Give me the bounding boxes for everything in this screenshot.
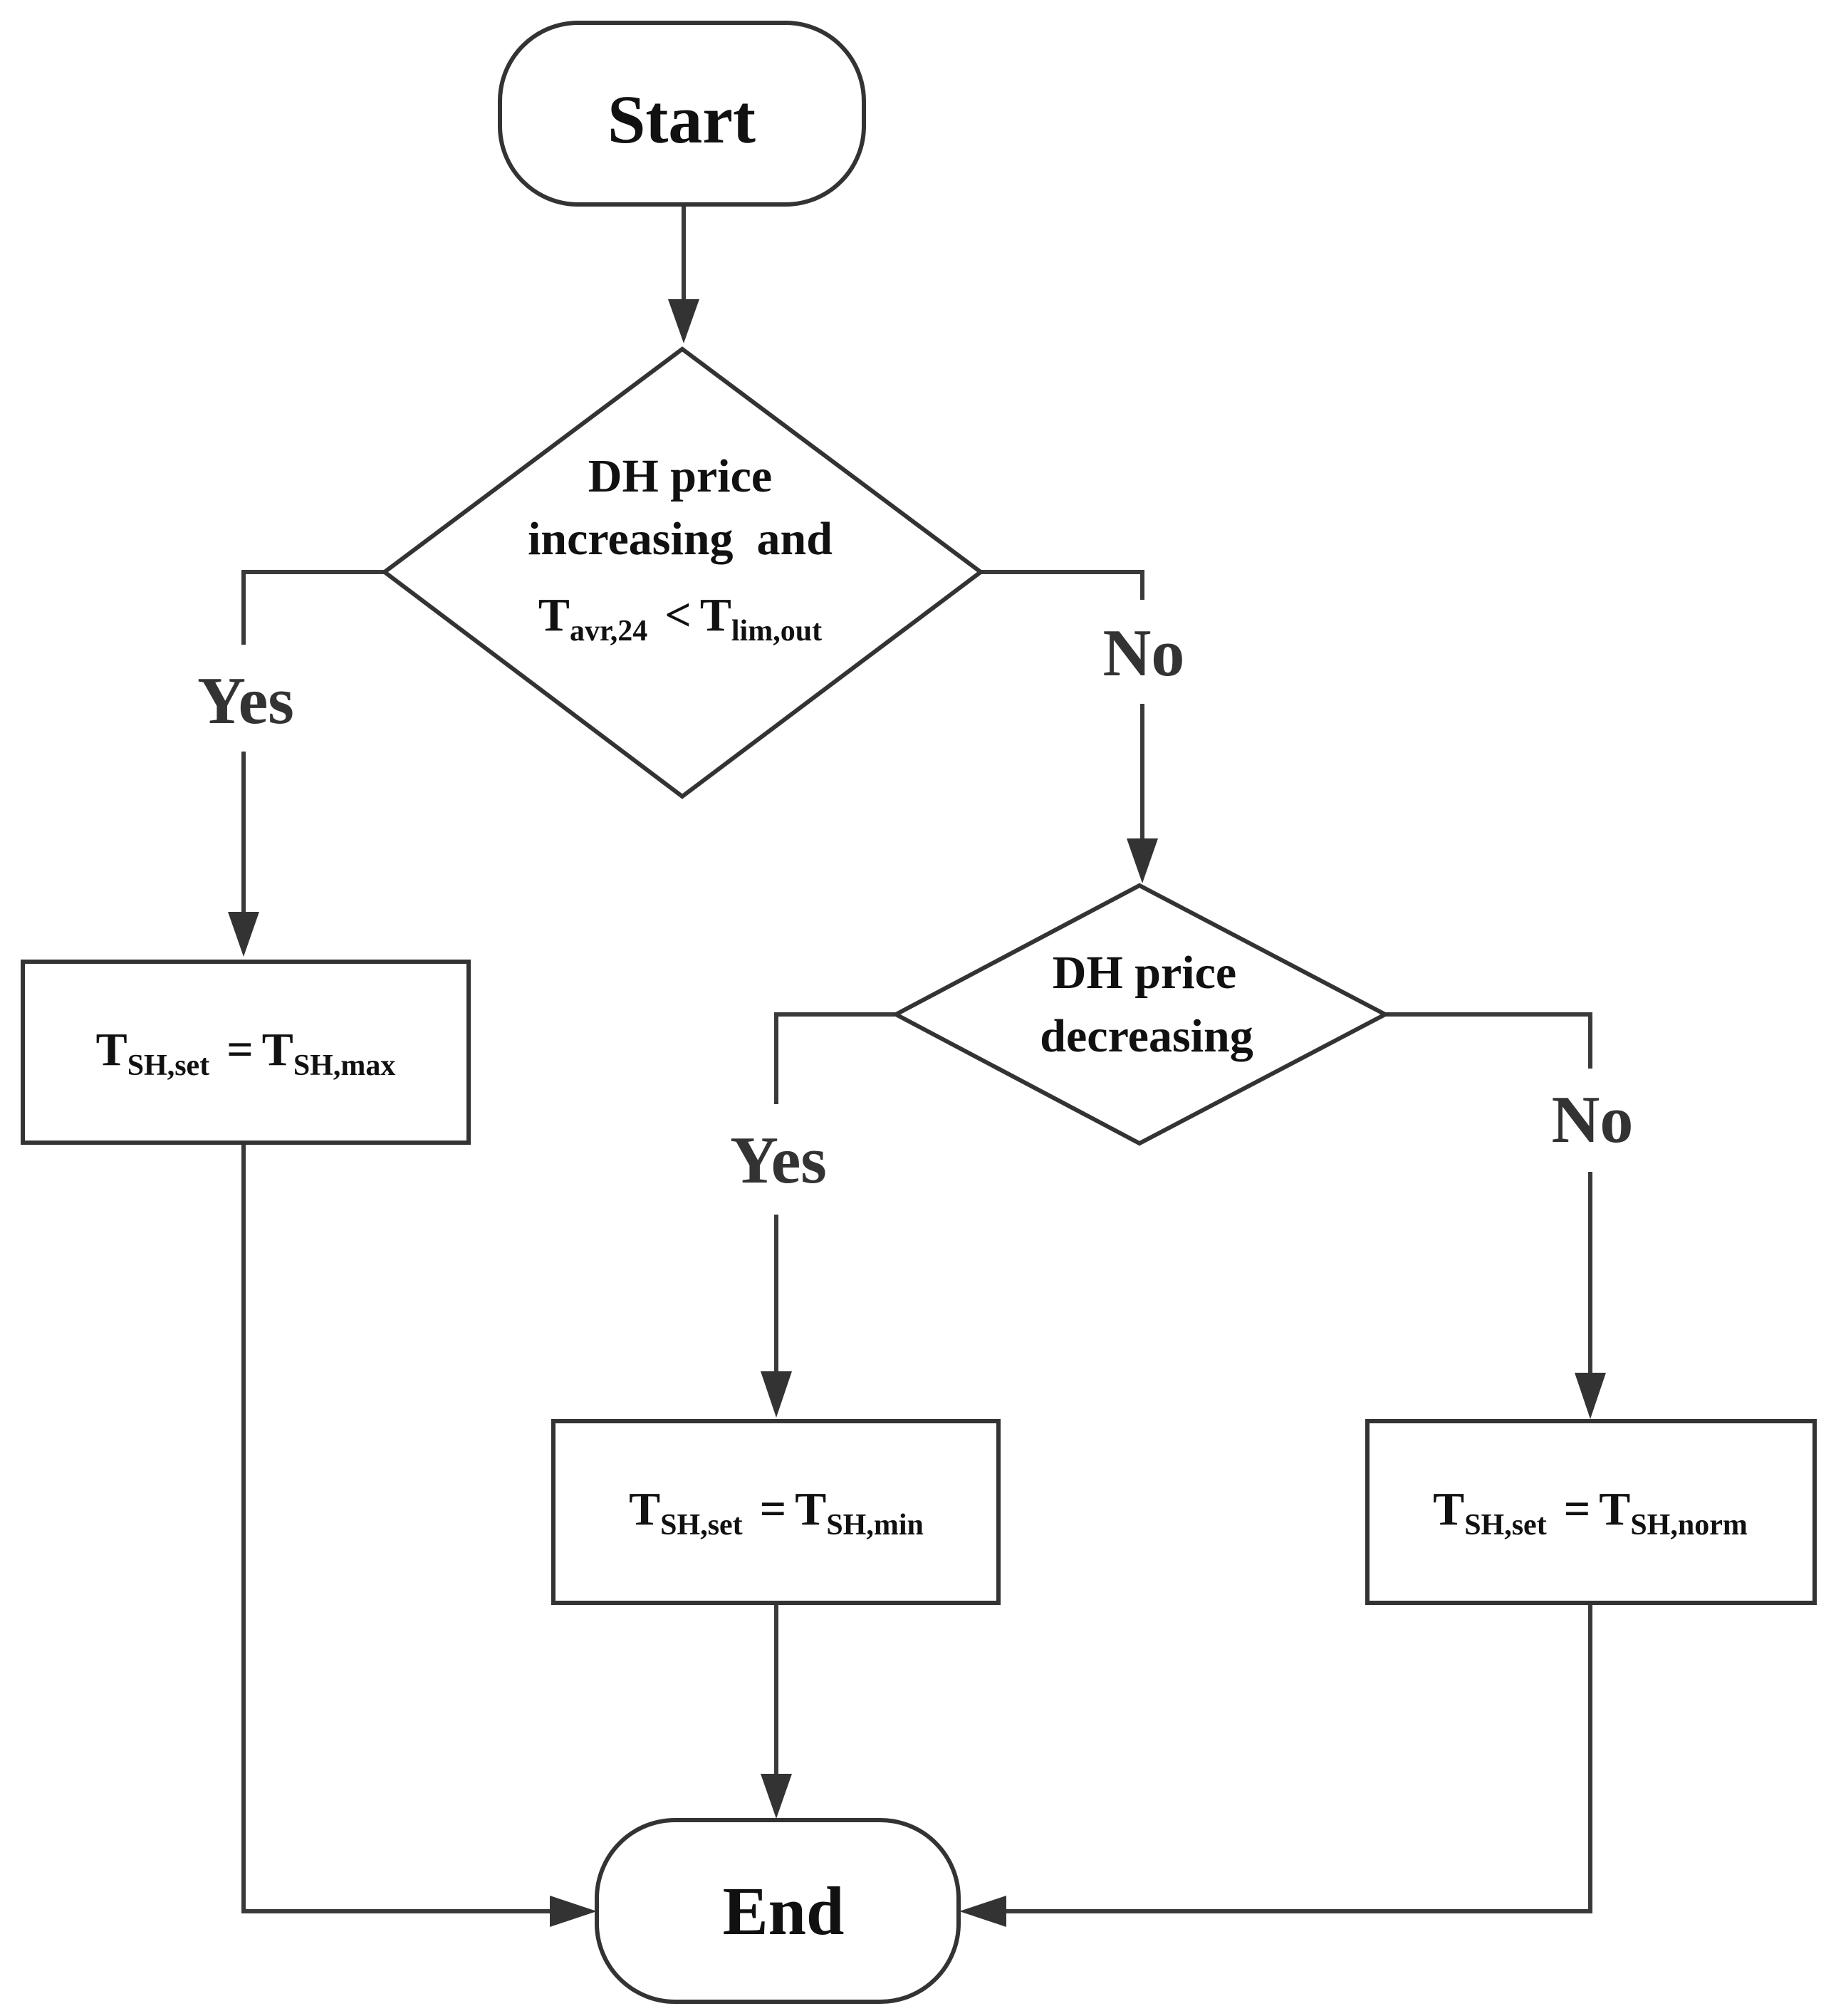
- arrowhead-process-min: [761, 1371, 792, 1418]
- process-min-operator: =: [760, 1483, 787, 1535]
- decision-1: DH price increasing and Tavr,24<Tlim,out: [381, 346, 985, 799]
- decision-2: DH price decreasing: [891, 883, 1390, 1146]
- arrowhead-decision-1: [668, 299, 699, 343]
- connector-decision-2-yes: [774, 1012, 896, 1104]
- start-terminal: Start: [498, 21, 866, 207]
- condition-rhs: T: [700, 589, 731, 641]
- arrowhead-process-max: [228, 912, 259, 957]
- condition-lhs: T: [538, 589, 570, 641]
- connectors: [228, 207, 1606, 1927]
- condition-operator: <: [664, 589, 692, 641]
- process-max: TSH,set=TSH,max: [21, 960, 471, 1145]
- process-max-equation: TSH,set=TSH,max: [96, 1024, 396, 1082]
- end-label: End: [723, 1873, 845, 1949]
- arrowhead-process-norm: [1575, 1373, 1606, 1419]
- process-min-shape: [551, 1419, 1001, 1605]
- connector-decision-2-no: [1385, 1012, 1592, 1069]
- connector-process-norm-to-end: [1001, 1604, 1592, 1913]
- decision-1-no-label: No: [1103, 616, 1185, 690]
- process-max-shape: [21, 960, 471, 1145]
- process-norm: TSH,set=TSH,norm: [1365, 1419, 1817, 1605]
- arrowhead-end-top: [761, 1774, 792, 1819]
- end-shape: [595, 1818, 961, 2004]
- process-min: TSH,set=TSH,min: [551, 1419, 1001, 1605]
- decision-2-line-2: decreasing: [1040, 1010, 1253, 1062]
- arrowhead-decision-2: [1127, 838, 1158, 883]
- condition-rhs-subscript: lim,out: [731, 615, 822, 648]
- decision-2-line-1: DH price: [1053, 947, 1236, 999]
- process-min-rhs-subscript: SH,min: [826, 1509, 924, 1542]
- end-terminal: End: [595, 1818, 961, 2004]
- decision-2-yes-label: Yes: [730, 1123, 827, 1197]
- process-min-lhs-subscript: SH,set: [660, 1509, 743, 1542]
- process-min-equation: TSH,set=TSH,min: [629, 1483, 924, 1542]
- start-label: Start: [607, 81, 756, 157]
- process-min-rhs: T: [795, 1483, 826, 1535]
- process-norm-lhs: T: [1433, 1483, 1464, 1535]
- decision-1-yes-label: Yes: [197, 664, 294, 738]
- process-norm-lhs-subscript: SH,set: [1464, 1509, 1547, 1542]
- connector-process-max-to-end: [241, 1143, 555, 1913]
- process-max-rhs-subscript: SH,max: [293, 1049, 396, 1082]
- process-max-lhs-subscript: SH,set: [127, 1049, 210, 1082]
- condition-lhs-subscript: avr,24: [570, 615, 647, 648]
- decision-2-shape: [891, 883, 1390, 1146]
- process-norm-equation: TSH,set=TSH,norm: [1433, 1483, 1748, 1542]
- decision-1-shape: [381, 346, 985, 799]
- decision-1-line-2: increasing and: [528, 513, 833, 565]
- process-norm-shape: [1365, 1419, 1817, 1605]
- process-max-rhs: T: [262, 1024, 293, 1076]
- arrowhead-end-right: [959, 1896, 1006, 1927]
- decision-2-no-label: No: [1552, 1083, 1634, 1157]
- process-norm-rhs-subscript: SH,norm: [1630, 1509, 1748, 1542]
- decision-1-line-1: DH price: [588, 450, 772, 502]
- start-shape: [498, 21, 866, 207]
- arrowhead-end-left: [550, 1896, 597, 1927]
- connector-decision-1-yes: [241, 570, 385, 645]
- process-norm-operator: =: [1564, 1483, 1591, 1535]
- decision-1-condition: Tavr,24<Tlim,out: [538, 589, 822, 648]
- connector-decision-1-no: [981, 570, 1144, 600]
- process-max-operator: =: [226, 1024, 254, 1076]
- process-min-lhs: T: [629, 1483, 660, 1535]
- process-norm-rhs: T: [1599, 1483, 1630, 1535]
- process-max-lhs: T: [96, 1024, 127, 1076]
